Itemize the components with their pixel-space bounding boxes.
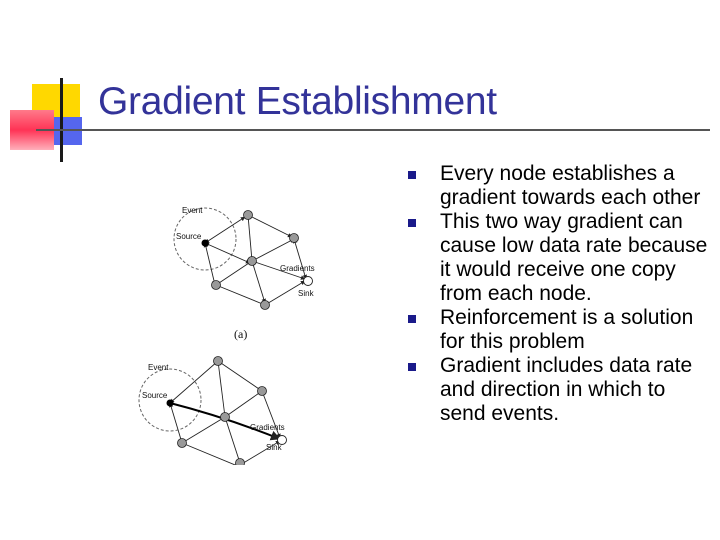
bullet-item: This two way gradient can cause low data… bbox=[408, 210, 710, 306]
bullet-text: Gradient includes data rate and directio… bbox=[440, 354, 693, 425]
sensor-nodes-b bbox=[166, 356, 287, 465]
source-node bbox=[166, 399, 174, 407]
bullet-item: Every node establishes a gradient toward… bbox=[408, 162, 710, 210]
sink-label: Sink bbox=[298, 289, 315, 298]
sensor-node bbox=[177, 438, 187, 448]
sensor-node bbox=[289, 233, 299, 243]
gradient-links-a bbox=[203, 214, 307, 306]
sensor-node bbox=[235, 458, 245, 465]
figure-caption: (a) bbox=[234, 327, 247, 341]
bullet-text: Reinforcement is a solution for this pro… bbox=[440, 306, 694, 353]
bullet-marker-icon bbox=[408, 219, 416, 227]
bullet-marker-icon bbox=[408, 171, 416, 179]
figure-b: Event Source Gradients Sink bbox=[138, 356, 287, 465]
sink-label: Sink bbox=[266, 443, 283, 452]
slide-title: Gradient Establishment bbox=[98, 80, 497, 123]
gradients-label: Gradients bbox=[280, 264, 315, 273]
event-label: Event bbox=[148, 363, 169, 372]
source-node bbox=[201, 239, 209, 247]
event-label: Event bbox=[182, 206, 203, 215]
sensor-node bbox=[211, 280, 221, 290]
gradient-links-b bbox=[169, 360, 281, 465]
title-underline bbox=[36, 129, 710, 131]
bullet-marker-icon bbox=[408, 363, 416, 371]
bullet-item: Gradient includes data rate and directio… bbox=[408, 354, 710, 426]
bullet-marker-icon bbox=[408, 315, 416, 323]
sink-node bbox=[277, 435, 287, 445]
sensor-node bbox=[257, 386, 267, 396]
source-label: Source bbox=[142, 391, 168, 400]
sensor-node bbox=[220, 412, 230, 422]
gradient-diagram: Event Source Gradients Sink (a) bbox=[138, 206, 315, 465]
bullet-text: Every node establishes a gradient toward… bbox=[440, 162, 701, 209]
bullet-item: Reinforcement is a solution for this pro… bbox=[408, 306, 710, 354]
sensor-nodes-a bbox=[201, 210, 313, 310]
decor-blue-square bbox=[54, 117, 82, 145]
decor-vertical-line bbox=[60, 78, 63, 162]
bullet-list: Every node establishes a gradient toward… bbox=[408, 162, 710, 426]
sensor-node bbox=[213, 356, 223, 366]
sensor-node bbox=[243, 210, 253, 220]
source-label: Source bbox=[176, 232, 202, 241]
figure-a: Event Source Gradients Sink (a) bbox=[173, 206, 315, 341]
sensor-node bbox=[260, 300, 270, 310]
bullet-text: This two way gradient can cause low data… bbox=[440, 210, 708, 305]
sensor-node bbox=[247, 256, 257, 266]
gradients-label: Gradients bbox=[250, 423, 285, 432]
sink-node bbox=[303, 276, 313, 286]
